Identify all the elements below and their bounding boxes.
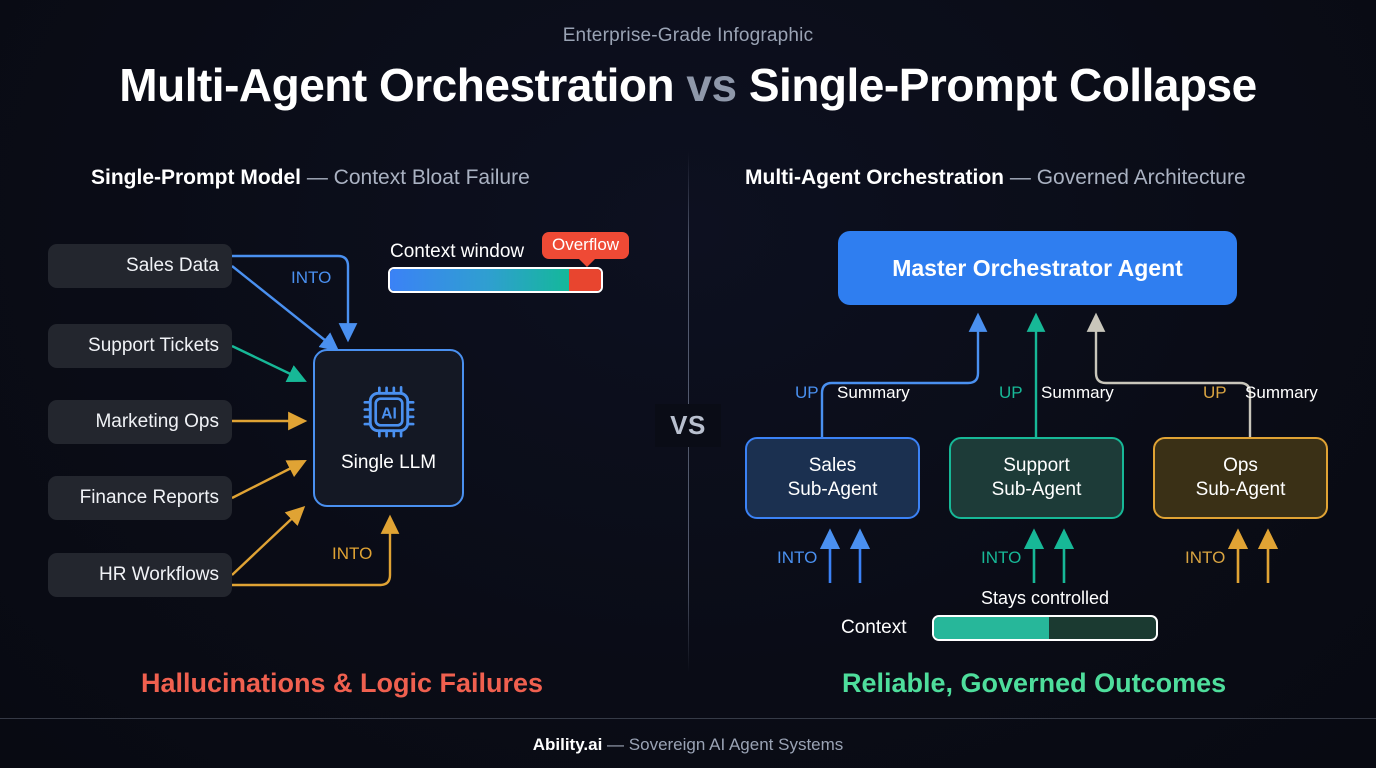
title-part-two: Single-Prompt Collapse [748, 59, 1257, 111]
context-bar-right-fill [934, 617, 1050, 639]
single-llm-label: Single LLM [340, 451, 437, 473]
context-window-bar [388, 267, 603, 293]
left-panel-heading-sub: — Context Bloat Failure [306, 166, 530, 189]
flow-up-sales: UP [795, 383, 819, 402]
left-panel-heading-strong: Single-Prompt Model [91, 166, 301, 189]
context-bar-right [932, 615, 1158, 641]
context-label-right: Context [841, 617, 907, 638]
context-window-overflow-segment [569, 269, 601, 291]
svg-text:AI: AI [381, 405, 397, 422]
flow-label-sales: UP Summary [795, 383, 910, 403]
flow-summary-support: Summary [1041, 383, 1114, 402]
left-panel-heading: Single-Prompt Model — Context Bloat Fail… [91, 166, 530, 190]
source-box-hr-workflows[interactable]: HR Workflows [48, 553, 232, 597]
sub-agent-sales-line1: Sales [808, 454, 857, 476]
context-window-label: Context window [390, 241, 525, 262]
source-box-sales-data[interactable]: Sales Data [48, 244, 232, 288]
into-label-ops: INTO [1185, 548, 1226, 567]
stays-controlled-caption: Stays controlled [980, 588, 1110, 608]
title-vs-word: vs [686, 59, 737, 111]
flow-label-support: UP Summary [999, 383, 1114, 403]
sub-agent-support-line2: Sub-Agent [991, 479, 1082, 500]
footer-brand: Ability.ai [532, 735, 603, 754]
overflow-badge: Overflow [542, 232, 630, 267]
vs-badge: VS [655, 404, 721, 447]
sub-agent-sales-line2: Sub-Agent [787, 479, 878, 500]
into-label-top: INTO [291, 268, 332, 287]
sub-agent-sales[interactable]: Sales Sub-Agent [745, 437, 920, 519]
flow-up-support: UP [999, 383, 1023, 402]
source-box-marketing-ops[interactable]: Marketing Ops [48, 400, 232, 444]
right-panel-heading-sub: — Governed Architecture [1009, 166, 1246, 189]
page-title: Multi-Agent Orchestration vs Single-Prom… [0, 58, 1376, 112]
right-panel-heading-strong: Multi-Agent Orchestration [745, 166, 1005, 189]
flow-up-ops: UP [1203, 383, 1227, 402]
kicker-text: Enterprise-Grade Infographic [562, 25, 814, 46]
outcome-left: Hallucinations & Logic Failures [141, 668, 544, 698]
sub-agent-support[interactable]: Support Sub-Agent [949, 437, 1124, 519]
sub-agent-ops-line2: Sub-Agent [1195, 479, 1286, 500]
source-box-support-tickets[interactable]: Support Tickets [48, 324, 232, 368]
sub-agent-ops-line1: Ops [1223, 454, 1258, 476]
footer: Ability.ai — Sovereign AI Agent Systems [0, 735, 1376, 755]
footer-tagline: — Sovereign AI Agent Systems [607, 735, 844, 754]
sub-agent-ops[interactable]: Ops Sub-Agent [1153, 437, 1328, 519]
footer-divider [0, 718, 1376, 719]
flow-summary-ops: Summary [1245, 383, 1318, 402]
right-panel-heading: Multi-Agent Orchestration — Governed Arc… [745, 166, 1246, 190]
source-box-finance-reports[interactable]: Finance Reports [48, 476, 232, 520]
context-window-fill [390, 269, 570, 291]
flow-summary-sales: Summary [837, 383, 910, 402]
ai-chip-icon: AI [360, 383, 418, 446]
into-label-bottom: INTO [332, 544, 373, 563]
right-up-edges [820, 312, 1252, 437]
single-llm-node[interactable]: AI Single LLM [313, 349, 464, 507]
outcome-right: Reliable, Governed Outcomes [842, 668, 1227, 698]
title-part-one: Multi-Agent Orchestration [119, 59, 675, 111]
flow-label-ops: UP Summary [1203, 383, 1318, 403]
master-orchestrator-node[interactable]: Master Orchestrator Agent [838, 231, 1237, 305]
sub-agent-support-line1: Support [1003, 454, 1070, 476]
into-label-support: INTO [981, 548, 1022, 567]
into-label-sales: INTO [777, 548, 818, 567]
